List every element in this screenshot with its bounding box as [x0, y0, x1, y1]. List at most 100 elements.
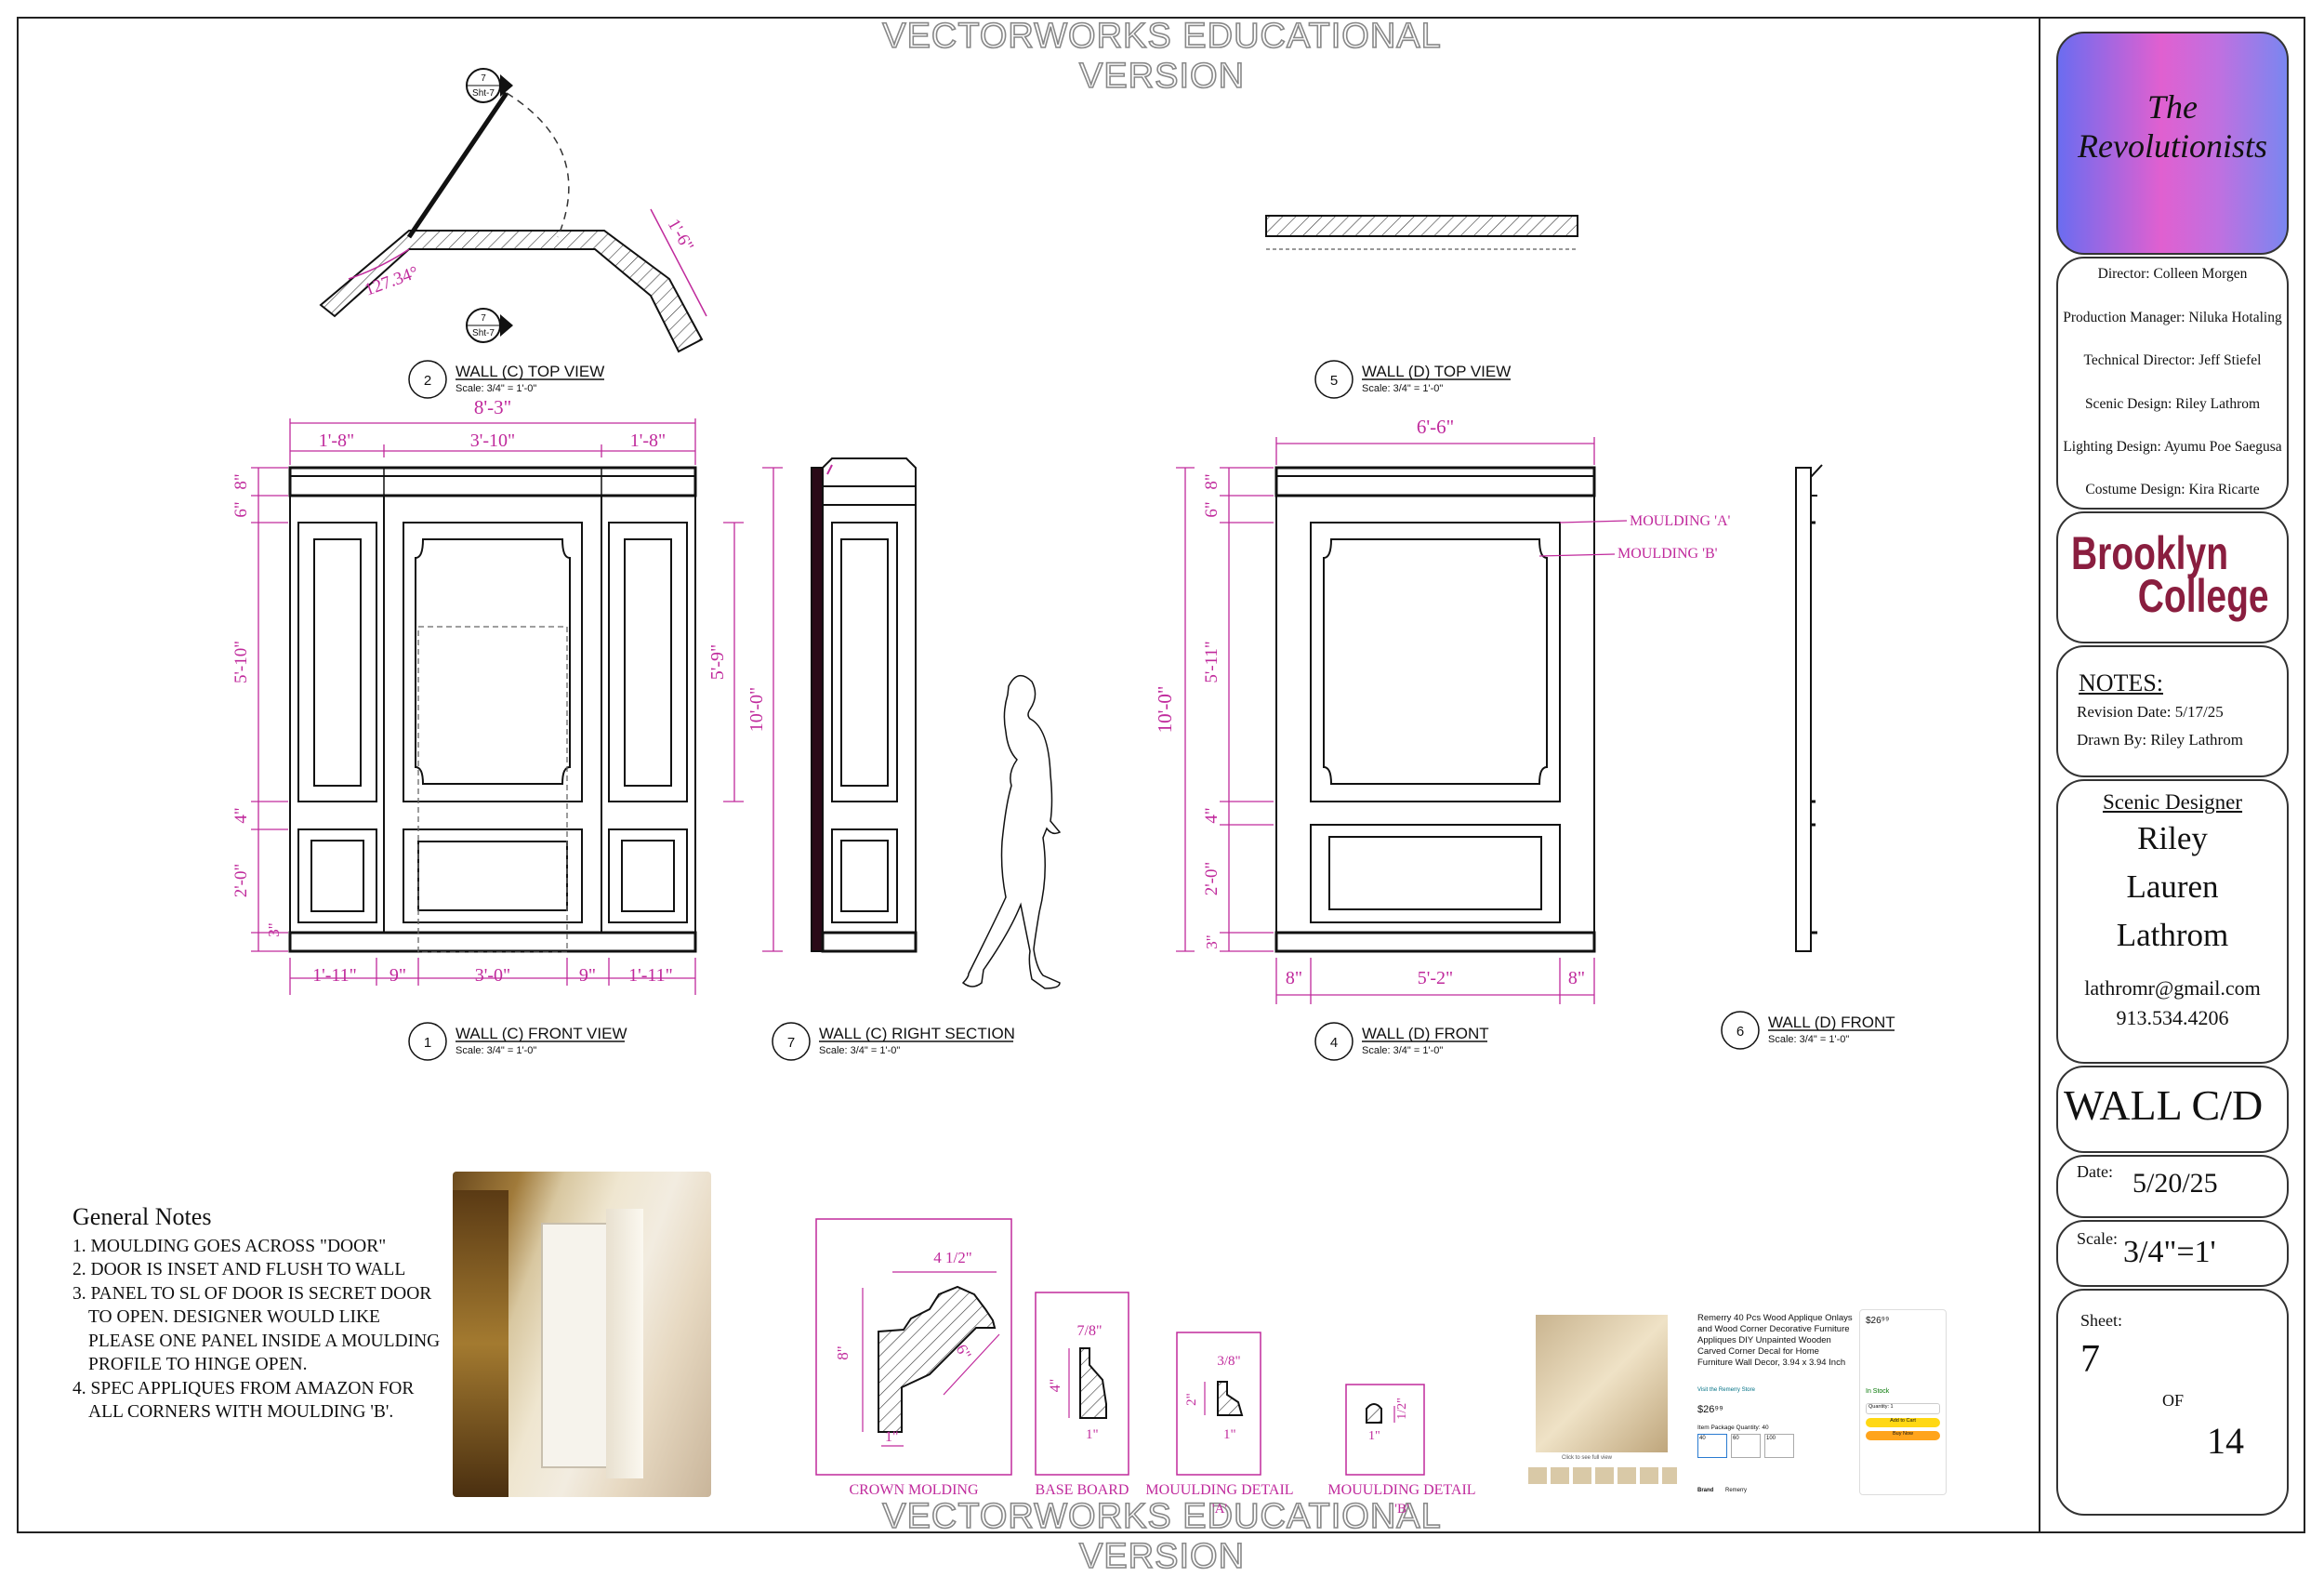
marker-bottom-sheet: Sht-7 — [472, 328, 495, 338]
label-view-6: 6 WALL (D) FRONT Scale: 3/4" = 1'-0" — [1721, 1011, 1895, 1050]
designer-phone: 913.534.4206 — [2116, 1006, 2229, 1029]
product-image — [1536, 1315, 1668, 1452]
dim-d-bot-3: 8" — [1568, 968, 1585, 988]
scale-box: Scale: 3/4"=1' — [2056, 1220, 2289, 1287]
dim-d-left-4: 4" — [1202, 807, 1221, 823]
title-view-2: WALL (C) TOP VIEW — [456, 363, 604, 380]
product-brand: Remerry — [1725, 1488, 1748, 1493]
dim-c-top-mid: 3'-10" — [470, 431, 515, 451]
option-60[interactable]: 60 — [1731, 1434, 1761, 1458]
buy-now-button[interactable]: Buy Now — [1866, 1431, 1940, 1440]
product-options: 40 60 100 — [1697, 1434, 1794, 1458]
show-title-box: The Revolutionists — [2056, 32, 2289, 255]
logo-box: Brooklyn College — [2056, 511, 2289, 643]
svg-text:2": 2" — [1184, 1393, 1199, 1406]
label-view-2: 2 WALL (C) TOP VIEW Scale: 3/4" = 1'-0" — [408, 360, 604, 399]
amazon-product-screenshot: Click to see full view Remerry 40 Pcs Wo… — [1525, 1309, 1952, 1495]
product-brand-label: Brand — [1697, 1488, 1714, 1493]
svg-text:4": 4" — [1048, 1379, 1063, 1393]
date-box: Date: 5/20/25 — [2056, 1155, 2289, 1218]
svg-text:Scale: 3/4" = 1'-0": Scale: 3/4" = 1'-0" — [456, 1045, 536, 1056]
detail-crown-molding: 4 1/2" 8" 6" 1" CROWN MOLDING — [815, 1218, 1012, 1498]
svg-text:Scale: 3/4" = 1'-0": Scale: 3/4" = 1'-0" — [456, 383, 536, 394]
note-2: 2. DOOR IS INSET AND FLUSH TO WALL — [73, 1260, 406, 1279]
buybox-price: $26⁹⁹ — [1866, 1316, 1890, 1326]
product-thumbnails — [1528, 1467, 1677, 1484]
dim-d-left-3: 5'-11" — [1202, 641, 1221, 682]
svg-text:4: 4 — [1330, 1035, 1338, 1051]
crew-director: Director: Colleen Morgen — [2097, 266, 2248, 282]
marker-top-num: 7 — [481, 73, 486, 84]
svg-text:Scale: 3/4" = 1'-0": Scale: 3/4" = 1'-0" — [1362, 1045, 1443, 1056]
svg-text:1": 1" — [1368, 1429, 1380, 1443]
dim-d-overall-width: 6'-6" — [1417, 416, 1454, 438]
note-1: 1. MOULDING GOES ACROSS "DOOR" — [73, 1236, 387, 1256]
date-value: 5/20/25 — [2133, 1168, 2218, 1199]
option-100[interactable]: 100 — [1764, 1434, 1794, 1458]
svg-text:7/8": 7/8" — [1077, 1323, 1103, 1339]
base-board-label: BASE BOARD — [1036, 1482, 1129, 1498]
note-3: 3. PANEL TO SL OF DOOR IS SECRET DOOR TO… — [73, 1283, 441, 1375]
dim-c-left-6: 3" — [265, 922, 283, 936]
watermark-top: VECTORWORKS EDUCATIONAL VERSION — [881, 16, 1442, 97]
revision-date: Revision Date: 5/17/25 — [2077, 703, 2224, 721]
dim-c-left-1: 8" — [231, 473, 251, 489]
svg-text:1": 1" — [885, 1429, 899, 1445]
crew-box: Director: Colleen Morgen Production Mana… — [2056, 257, 2289, 510]
dim-c-left-5: 2'-0" — [231, 864, 251, 898]
dim-c-right-overall: 10'-0" — [746, 687, 767, 732]
drawn-by: Drawn By: Riley Lathrom — [2077, 731, 2243, 749]
detail-base-board: 7/8" 4" 1" BASE BOARD — [1035, 1292, 1129, 1498]
dim-c-left-2: 6" — [231, 501, 251, 517]
crew-td: Technical Director: Jeff Stiefel — [2083, 352, 2262, 368]
designer-box: Scenic Designer Riley Lauren Lathrom lat… — [2056, 779, 2289, 1064]
buybox-stock: In Stock — [1866, 1388, 1890, 1395]
svg-text:Scale: 3/4" = 1'-0": Scale: 3/4" = 1'-0" — [1768, 1034, 1849, 1045]
wall-d-front-dims — [1176, 437, 1628, 1004]
buybox-qty[interactable]: Quantity: 1 — [1866, 1403, 1940, 1414]
dim-d-left-1: 8" — [1202, 473, 1221, 489]
reference-photo — [453, 1172, 711, 1497]
option-40[interactable]: 40 — [1697, 1434, 1727, 1458]
svg-text:'A': 'A' — [1212, 1502, 1228, 1517]
svg-text:5: 5 — [1330, 373, 1338, 389]
wall-c-front-view — [288, 466, 697, 953]
marker-top-sheet: Sht-7 — [472, 88, 495, 99]
sheet-name-box: WALL C/D — [2056, 1066, 2289, 1153]
svg-text:7: 7 — [787, 1035, 795, 1051]
section-marker-top: 7 Sht-7 — [466, 68, 513, 103]
title-view-1: WALL (C) FRONT VIEW — [456, 1025, 627, 1042]
crew-pm: Production Manager: Niluka Hotaling — [2063, 310, 2282, 325]
detail-moulding-b: 1/2" 1" MOUULDING DETAIL 'B' — [1327, 1384, 1476, 1517]
note-4: 4. SPEC APPLIQUES FROM AMAZON FOR ALL CO… — [73, 1378, 415, 1423]
add-to-cart-button[interactable]: Add to Cart — [1866, 1418, 1940, 1427]
designer-last: Lathrom — [2116, 917, 2229, 953]
product-price: $26⁹⁹ — [1697, 1404, 1723, 1415]
detail-moulding-a: 3/8" 2" 1" MOUULDING DETAIL 'A' — [1145, 1332, 1294, 1517]
label-view-5: 5 WALL (D) TOP VIEW Scale: 3/4" = 1'-0" — [1314, 360, 1511, 399]
title-view-4: WALL (D) FRONT — [1362, 1025, 1489, 1042]
dim-c-bot-1: 1'-11" — [312, 965, 357, 986]
dim-c-overall-width: 8'-3" — [474, 396, 511, 418]
callout-moulding-a: MOULDING 'A' — [1630, 513, 1731, 529]
human-figure — [961, 674, 1062, 989]
svg-text:Scale: 3/4" = 1'-0": Scale: 3/4" = 1'-0" — [1362, 383, 1443, 394]
svg-text:6: 6 — [1736, 1024, 1744, 1040]
notes-box: NOTES: Revision Date: 5/17/25 Drawn By: … — [2056, 645, 2289, 777]
sheet-label: Sheet: — [2080, 1311, 2122, 1330]
dim-d-bot-1: 8" — [1286, 968, 1302, 988]
marker-bottom-num: 7 — [481, 313, 486, 324]
label-view-7: 7 WALL (C) RIGHT SECTION Scale: 3/4" = 1… — [772, 1022, 1015, 1061]
designer-title: Scenic Designer — [2102, 790, 2243, 814]
sheet-name: WALL C/D — [2064, 1081, 2264, 1129]
dim-side: 1'-6" — [664, 216, 697, 255]
notes-title: NOTES: — [2079, 669, 2163, 696]
wall-d-top-view — [1265, 215, 1578, 250]
show-title-line1: The — [2147, 88, 2198, 126]
photo-door — [541, 1223, 610, 1468]
svg-text:1: 1 — [424, 1035, 431, 1051]
dim-d-left-overall: 10'-0" — [1154, 686, 1176, 734]
svg-text:Scale: 3/4" = 1'-0": Scale: 3/4" = 1'-0" — [819, 1045, 900, 1056]
svg-text:1": 1" — [1086, 1427, 1099, 1442]
